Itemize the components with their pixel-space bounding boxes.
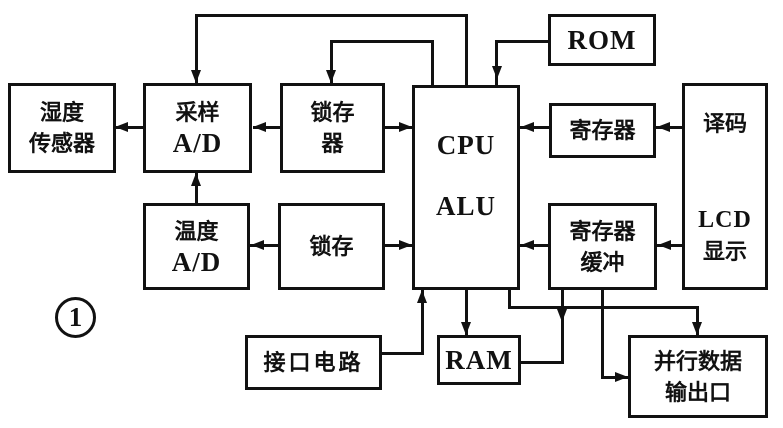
arrowhead-down-icon <box>492 66 502 79</box>
block-label: 湿度 <box>39 100 84 125</box>
block-ram: RAM <box>437 335 521 385</box>
arrowhead-up-icon <box>417 290 427 303</box>
arrowhead-left-icon <box>115 122 128 132</box>
block-label: 采样 <box>175 100 220 125</box>
arrowhead-left-icon <box>253 122 266 132</box>
line <box>382 352 424 355</box>
line <box>330 40 333 83</box>
line <box>520 244 549 247</box>
arrowhead-down-icon <box>461 322 471 335</box>
block-register: 寄存器 <box>549 103 656 158</box>
line <box>495 40 548 43</box>
block-label: 寄存器 <box>569 118 636 143</box>
arrowhead-down-icon <box>326 70 336 83</box>
line <box>601 290 604 379</box>
block-label: A/D <box>172 128 223 158</box>
line <box>421 290 424 355</box>
block-register-buffer: 寄存器 缓冲 <box>548 203 657 290</box>
figure-number: 1 <box>68 302 83 332</box>
line <box>696 306 699 335</box>
line <box>465 14 468 85</box>
block-label: A/D <box>171 246 222 277</box>
line <box>601 376 628 379</box>
line <box>431 40 434 85</box>
line <box>520 126 550 129</box>
line <box>330 40 434 43</box>
block-label: ALU <box>435 191 496 221</box>
figure-number-badge: 1 <box>55 297 96 338</box>
block-label: RAM <box>445 344 513 375</box>
block-latch: 锁存 <box>278 203 385 290</box>
block-label: 接口电路 <box>263 350 364 375</box>
arrowhead-left-icon <box>521 122 534 132</box>
block-label: LCD <box>698 207 752 233</box>
block-label: 温度 <box>174 218 219 244</box>
arrowhead-left-icon <box>658 240 671 250</box>
arrowhead-right-icon <box>399 122 412 132</box>
block-label: 显示 <box>702 239 747 264</box>
arrowhead-left-icon <box>521 240 534 250</box>
line <box>561 290 564 364</box>
block-label: CPU <box>436 130 496 160</box>
block-label: 缓冲 <box>580 249 625 275</box>
line <box>116 126 144 129</box>
arrowhead-down-icon <box>692 322 702 335</box>
arrowhead-down-icon <box>557 309 567 322</box>
line <box>253 126 281 129</box>
block-latch-register: 锁存 器 <box>280 83 385 173</box>
line <box>495 40 498 85</box>
block-label: 输出口 <box>664 379 731 405</box>
block-label: 传感器 <box>28 131 95 156</box>
arrowhead-right-icon <box>615 372 628 382</box>
line <box>195 173 198 203</box>
block-label: 锁存 <box>310 100 355 125</box>
block-cpu-alu: CPU ALU <box>412 85 520 290</box>
block-label: ROM <box>567 24 637 55</box>
arrowhead-down-icon <box>191 70 201 83</box>
arrowhead-right-icon <box>399 240 412 250</box>
line <box>195 14 198 83</box>
line <box>521 361 564 364</box>
block-label-group: LCD 显示 <box>698 205 752 267</box>
line <box>465 290 468 335</box>
block-label: 寄存器 <box>569 218 636 244</box>
block-label: 锁存 <box>309 234 354 259</box>
block-label: 译码 <box>702 111 747 136</box>
block-interface-circuit: 接口电路 <box>245 335 382 390</box>
block-decoder-lcd-display: 译码 LCD 显示 <box>682 83 768 290</box>
arrowhead-left-icon <box>251 240 264 250</box>
line <box>250 244 279 247</box>
block-parallel-data-output: 并行数据 输出口 <box>628 335 768 418</box>
arrowhead-left-icon <box>657 122 670 132</box>
block-humidity-sensor: 湿度 传感器 <box>8 83 116 173</box>
block-sampling-ad: 采样 A/D <box>143 83 252 173</box>
arrowhead-up-icon <box>191 173 201 186</box>
block-label: 并行数据 <box>653 348 742 374</box>
block-label: 器 <box>321 131 344 156</box>
block-rom: ROM <box>548 14 656 66</box>
line <box>508 290 511 309</box>
block-temperature-ad: 温度 A/D <box>143 203 250 290</box>
line <box>195 14 468 17</box>
